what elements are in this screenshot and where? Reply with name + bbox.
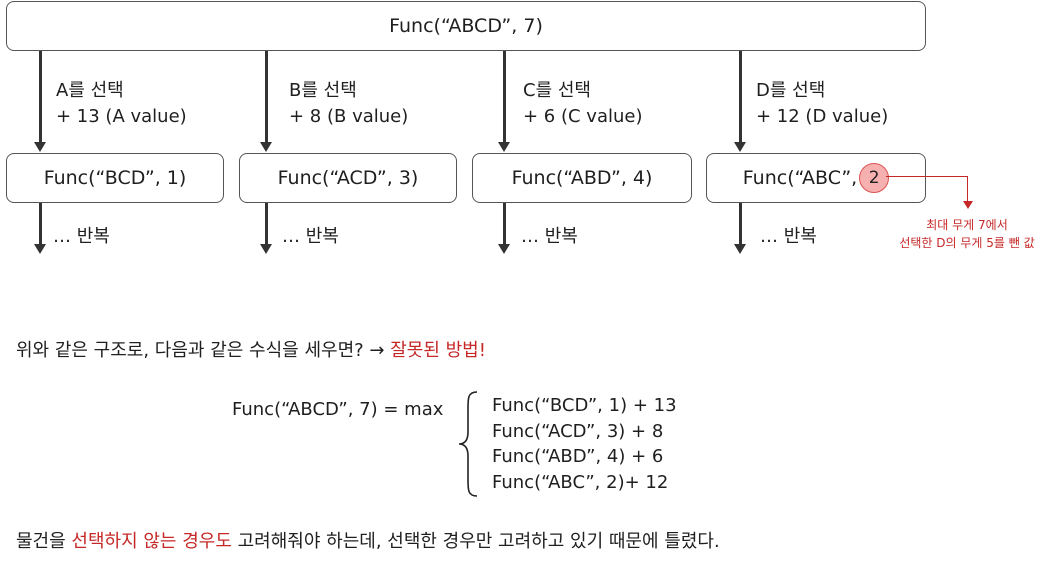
child-node-a: Func(“BCD”, 1)	[6, 153, 224, 203]
annotation-line-1: 최대 무게 7에서	[926, 218, 1008, 232]
repeat-label-b: … 반복	[282, 226, 339, 247]
child-node-label: Func(“BCD”, 1)	[43, 167, 187, 189]
brace-icon	[458, 391, 478, 497]
repeat-line-c	[503, 203, 506, 245]
edge-line-b	[265, 51, 268, 143]
edge-line-c	[503, 51, 506, 143]
highlighted-weight-circle: 2	[859, 163, 890, 193]
arrowhead-a	[34, 142, 46, 152]
choice-label: B를 선택	[289, 80, 357, 101]
equation-row: Func(“BCD”, 1) + 13	[492, 395, 677, 416]
child-node-b: Func(“ACD”, 3)	[239, 153, 457, 203]
equation-lhs: Func(“ABCD”, 7) = max	[232, 399, 444, 420]
annotation-line-2: 선택한 D의 무게 5를 뺀 값	[899, 236, 1035, 250]
arrowhead-b	[260, 142, 272, 152]
child-node-c: Func(“ABD”, 4)	[472, 153, 692, 203]
annotation-arrowhead	[963, 201, 973, 209]
choice-label: D를 선택	[756, 80, 826, 101]
repeat-arrowhead-a	[34, 244, 46, 254]
conclusion-suffix: 고려해줘야 하는데, 선택한 경우만 고려하고 있기 때문에 틀렸다.	[231, 531, 720, 552]
child-node-label: Func(“ACD”, 3)	[277, 167, 419, 189]
edge-label-c: C를 선택 + 6 (C value)	[523, 78, 642, 130]
child-node-label: Func(“ABC”,	[742, 167, 858, 189]
annotation-text: 최대 무게 7에서 선택한 D의 무게 5를 뺀 값	[872, 216, 1062, 252]
repeat-line-d	[739, 203, 742, 245]
repeat-arrowhead-b	[260, 244, 272, 254]
gain-label: + 13 (A value)	[56, 106, 187, 127]
root-node-label: Func(“ABCD”, 7)	[389, 15, 543, 37]
edge-label-a: A를 선택 + 13 (A value)	[56, 78, 187, 130]
choice-label: A를 선택	[56, 80, 124, 101]
gain-label: + 8 (B value)	[289, 106, 409, 127]
gain-label: + 6 (C value)	[523, 106, 643, 127]
conclusion-prefix: 물건을	[16, 531, 72, 552]
annotation-connector-vertical	[967, 176, 968, 202]
equation-row: Func(“ABD”, 4) + 6	[492, 446, 664, 467]
statement-highlight: 잘못된 방법!	[390, 340, 486, 361]
edge-label-d: D를 선택 + 12 (D value)	[756, 78, 888, 130]
annotation-connector-horizontal	[886, 176, 968, 177]
child-node-label: Func(“ABD”, 4)	[511, 167, 653, 189]
repeat-label-d: … 반복	[760, 226, 817, 247]
arrowhead-d	[734, 142, 746, 152]
gain-label: + 12 (D value)	[756, 106, 889, 127]
repeat-label-a: … 반복	[53, 226, 110, 247]
repeat-line-a	[39, 203, 42, 245]
edge-line-a	[39, 51, 42, 143]
conclusion-line: 물건을 선택하지 않는 경우도 고려해줘야 하는데, 선택한 경우만 고려하고 …	[16, 527, 720, 553]
equation-row: Func(“ABC”, 2)+ 12	[492, 471, 669, 493]
equation-brace	[455, 390, 481, 498]
conclusion-highlight: 선택하지 않는 경우도	[71, 531, 232, 552]
edge-label-b: B를 선택 + 8 (B value)	[289, 78, 408, 130]
statement-text: 위와 같은 구조로, 다음과 같은 수식을 세우면? →	[16, 340, 391, 361]
repeat-label-c: … 반복	[521, 226, 578, 247]
repeat-line-b	[265, 203, 268, 245]
equation-rows: Func(“BCD”, 1) + 13 Func(“ACD”, 3) + 8 F…	[492, 393, 677, 495]
arrowhead-c	[498, 142, 510, 152]
repeat-arrowhead-c	[498, 244, 510, 254]
child-node-d: Func(“ABC”, 2	[706, 153, 926, 203]
root-node: Func(“ABCD”, 7)	[6, 1, 926, 51]
statement-line: 위와 같은 구조로, 다음과 같은 수식을 세우면? → 잘못된 방법!	[16, 336, 486, 362]
edge-line-d	[739, 51, 742, 143]
repeat-arrowhead-d	[734, 244, 746, 254]
equation-row: Func(“ACD”, 3) + 8	[492, 420, 664, 442]
choice-label: C를 선택	[523, 80, 591, 101]
